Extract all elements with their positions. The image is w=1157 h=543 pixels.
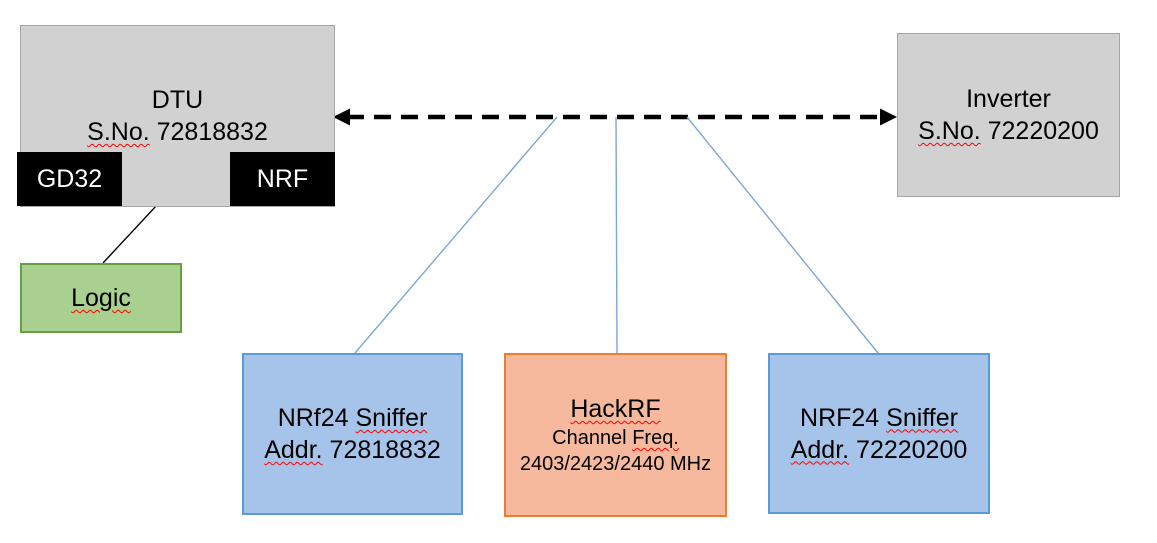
gd32-chip-label: GD32 — [36, 164, 103, 193]
sniffer-right-title: NRF24 Sniffer — [800, 403, 958, 432]
inverter-serial: S.No. 72220200 — [918, 115, 1099, 147]
sniffer-left-tap-line — [354, 116, 558, 354]
dtu-serial: S.No. 72818832 — [87, 116, 268, 148]
sniffer-left-address: Addr. 72818832 — [264, 436, 441, 464]
dtu-inverter-rf-link — [333, 108, 897, 126]
rf-link-left-arrowhead — [333, 108, 350, 126]
sniffer-right-tap-line — [686, 116, 879, 354]
dtu-serial-label: S.No. — [87, 118, 150, 146]
logic-box: Logic — [20, 263, 182, 333]
nrf-chip-label: NRF — [256, 164, 309, 193]
hackrf-title: HackRF — [570, 395, 661, 423]
rf-link-right-arrowhead — [880, 108, 897, 126]
gd32-chip: GD32 — [17, 152, 122, 206]
hackrf-frequencies: 2403/2423/2440 MHz — [519, 453, 712, 475]
hackrf-box: HackRF Channel Freq. 2403/2423/2440 MHz — [504, 353, 727, 517]
hackrf-subtitle: Channel Freq. — [552, 427, 679, 449]
nrf-chip: NRF — [230, 152, 335, 206]
sniffer-right-box: NRF24 Sniffer Addr. 72220200 — [768, 353, 990, 514]
dtu-serial-number: 72818832 — [149, 118, 268, 146]
sniffer-left-box: NRf24 Sniffer Addr. 72818832 — [242, 353, 463, 515]
inverter-box: Inverter S.No. 72220200 — [897, 33, 1120, 197]
sniffer-right-address: Addr. 72220200 — [790, 435, 968, 464]
inverter-title: Inverter — [966, 85, 1051, 113]
inverter-serial-number: 72220200 — [980, 117, 1099, 145]
hackrf-tap-line — [615, 116, 618, 354]
inverter-serial-label: S.No. — [918, 117, 981, 145]
sniffer-left-title: NRf24 Sniffer — [277, 404, 428, 432]
logic-label: Logic — [71, 284, 131, 312]
dtu-title: DTU — [151, 86, 204, 114]
